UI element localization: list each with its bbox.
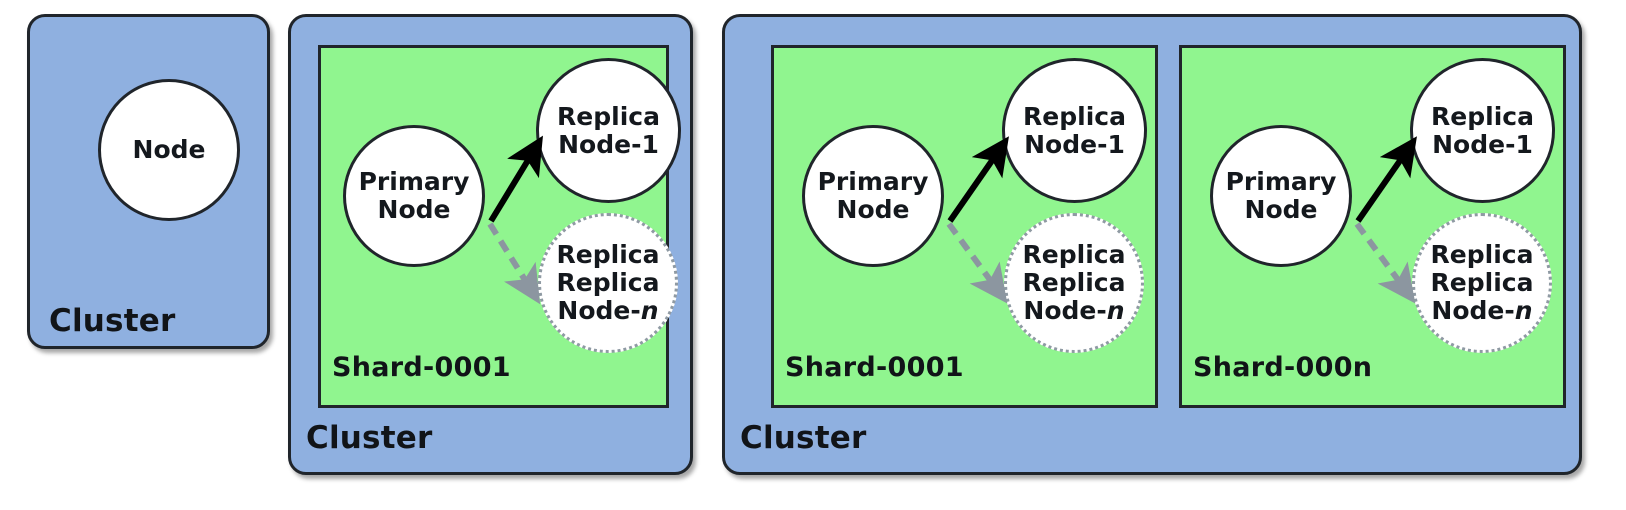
- cluster-single-node: Node Cluster: [27, 14, 270, 349]
- node-label: Node: [132, 135, 206, 164]
- cluster-label: Cluster: [306, 420, 433, 456]
- cluster-label: Cluster: [49, 303, 176, 339]
- edge-primary-to-replica-n: [1354, 222, 1416, 304]
- cluster-label: Cluster: [740, 420, 867, 456]
- shard-label-000n: Shard-000n: [1193, 352, 1373, 383]
- edge-primary-to-replica-1: [947, 136, 1009, 223]
- edge-primary-to-replica-1: [488, 135, 543, 223]
- edge-primary-to-replica-n: [487, 222, 541, 305]
- shard-label-0001: Shard-0001: [332, 352, 511, 383]
- shard-label-0001: Shard-0001: [785, 352, 964, 383]
- node-circle-node: Node: [98, 79, 240, 221]
- edge-primary-to-replica-1: [1355, 136, 1417, 223]
- edge-primary-to-replica-n: [946, 222, 1008, 304]
